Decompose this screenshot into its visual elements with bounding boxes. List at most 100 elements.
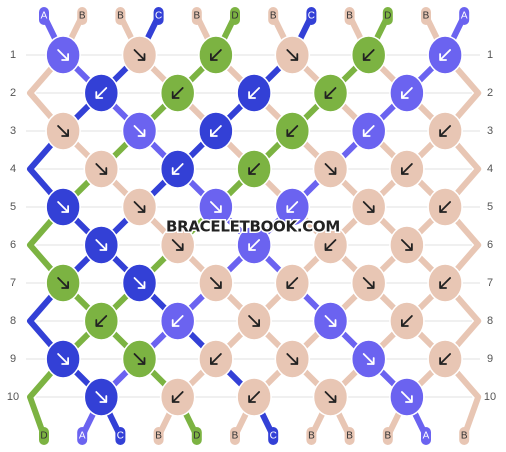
- strand-top-cap: [421, 7, 431, 25]
- knot: [274, 339, 311, 379]
- knot: [274, 111, 311, 151]
- strand-top-label: A: [461, 11, 468, 22]
- row-number-right: 7: [487, 277, 493, 289]
- row-number-left: 6: [10, 239, 16, 251]
- knot: [83, 149, 120, 189]
- backward-knot-arrow-icon: [286, 277, 299, 289]
- row-number-left: 3: [10, 125, 16, 137]
- knot: [45, 111, 81, 151]
- strand-bottom-cap: [153, 427, 164, 445]
- forward-knot-arrow-icon: [133, 277, 146, 289]
- knot: [389, 301, 425, 341]
- strand-top-label: B: [346, 11, 353, 22]
- forward-knot-arrow-icon: [57, 277, 69, 289]
- backward-knot-arrow-icon: [324, 239, 337, 251]
- strand-bottom-cap: [39, 427, 49, 445]
- strand-bottom-cap: [344, 427, 355, 445]
- knot: [350, 111, 387, 151]
- row-number-left: 4: [10, 163, 16, 175]
- strand-top-cap: [306, 7, 317, 25]
- row-number-right: 6: [487, 239, 493, 251]
- row-number-left: 9: [10, 353, 16, 365]
- backward-knot-arrow-icon: [171, 315, 184, 327]
- knot: [198, 35, 234, 75]
- strand-bottom-cap: [191, 427, 202, 445]
- forward-knot-arrow-icon: [210, 277, 222, 289]
- strand-top-label: B: [270, 11, 277, 22]
- knot: [236, 149, 272, 189]
- row-number-right: 2: [487, 87, 493, 99]
- row-number-right: 9: [487, 353, 493, 365]
- strand-top-label: C: [308, 11, 315, 22]
- strand-bottom-cap: [230, 427, 240, 445]
- knot: [350, 263, 387, 303]
- row-number-left: 7: [10, 277, 16, 289]
- forward-knot-arrow-icon: [324, 391, 337, 403]
- forward-knot-arrow-icon: [324, 315, 337, 327]
- knot: [312, 73, 349, 113]
- strand-bottom-label: B: [155, 431, 162, 442]
- knot: [198, 111, 234, 151]
- knot: [159, 377, 196, 417]
- backward-knot-arrow-icon: [248, 391, 260, 403]
- backward-knot-arrow-icon: [439, 49, 451, 61]
- forward-knot-arrow-icon: [286, 49, 299, 61]
- forward-knot-arrow-icon: [133, 49, 146, 61]
- strand-top-label: A: [41, 11, 48, 22]
- knot: [121, 35, 158, 75]
- strand-top-cap: [77, 7, 88, 25]
- knot: [274, 187, 311, 227]
- backward-knot-arrow-icon: [248, 163, 260, 175]
- strand-top-label: B: [117, 11, 124, 22]
- knots: [45, 35, 463, 417]
- forward-knot-arrow-icon: [95, 239, 108, 251]
- knot: [427, 263, 463, 303]
- row-number-left: 1: [10, 49, 16, 61]
- forward-knot-arrow-icon: [362, 353, 375, 365]
- strand-bottom-cap: [115, 427, 126, 445]
- knot: [236, 301, 272, 341]
- strand-top-label: D: [231, 11, 238, 22]
- forward-knot-arrow-icon: [210, 201, 222, 213]
- knot: [83, 225, 120, 265]
- strand-bottom-label: A: [79, 431, 86, 442]
- knot: [427, 111, 463, 151]
- knot: [45, 263, 81, 303]
- knot: [45, 187, 81, 227]
- forward-knot-arrow-icon: [362, 277, 375, 289]
- strand-top-cap: [382, 7, 393, 25]
- strand-top-cap: [153, 7, 164, 25]
- backward-knot-arrow-icon: [439, 277, 451, 289]
- row-number-right: 4: [487, 163, 493, 175]
- strand-top-cap: [459, 7, 470, 25]
- forward-knot-arrow-icon: [133, 353, 146, 365]
- forward-knot-arrow-icon: [95, 391, 108, 403]
- backward-knot-arrow-icon: [286, 201, 299, 213]
- watermark-text: BRACELETBOOK.COM: [166, 218, 340, 236]
- backward-knot-arrow-icon: [95, 315, 108, 327]
- knot: [274, 263, 311, 303]
- backward-knot-arrow-icon: [401, 163, 413, 175]
- strand-top-cap: [268, 7, 279, 25]
- knot: [427, 339, 463, 379]
- knot: [121, 111, 158, 151]
- strand-top-cap: [230, 7, 240, 25]
- knot: [198, 187, 234, 227]
- row-number-right: 5: [487, 201, 493, 213]
- strand-bottom-cap: [382, 427, 393, 445]
- knot: [121, 263, 158, 303]
- strand-bottom-label: B: [461, 431, 468, 442]
- backward-knot-arrow-icon: [171, 163, 184, 175]
- strand-top-label: B: [79, 11, 86, 22]
- forward-knot-arrow-icon: [133, 201, 146, 213]
- backward-knot-arrow-icon: [439, 125, 451, 137]
- knot: [350, 339, 387, 379]
- backward-knot-arrow-icon: [95, 87, 108, 99]
- strand-bottom-cap: [306, 427, 317, 445]
- backward-knot-arrow-icon: [362, 49, 375, 61]
- knot: [83, 301, 120, 341]
- knot: [350, 187, 387, 227]
- row-number-right: 10: [484, 391, 496, 403]
- strand-bottom-cap: [459, 427, 470, 445]
